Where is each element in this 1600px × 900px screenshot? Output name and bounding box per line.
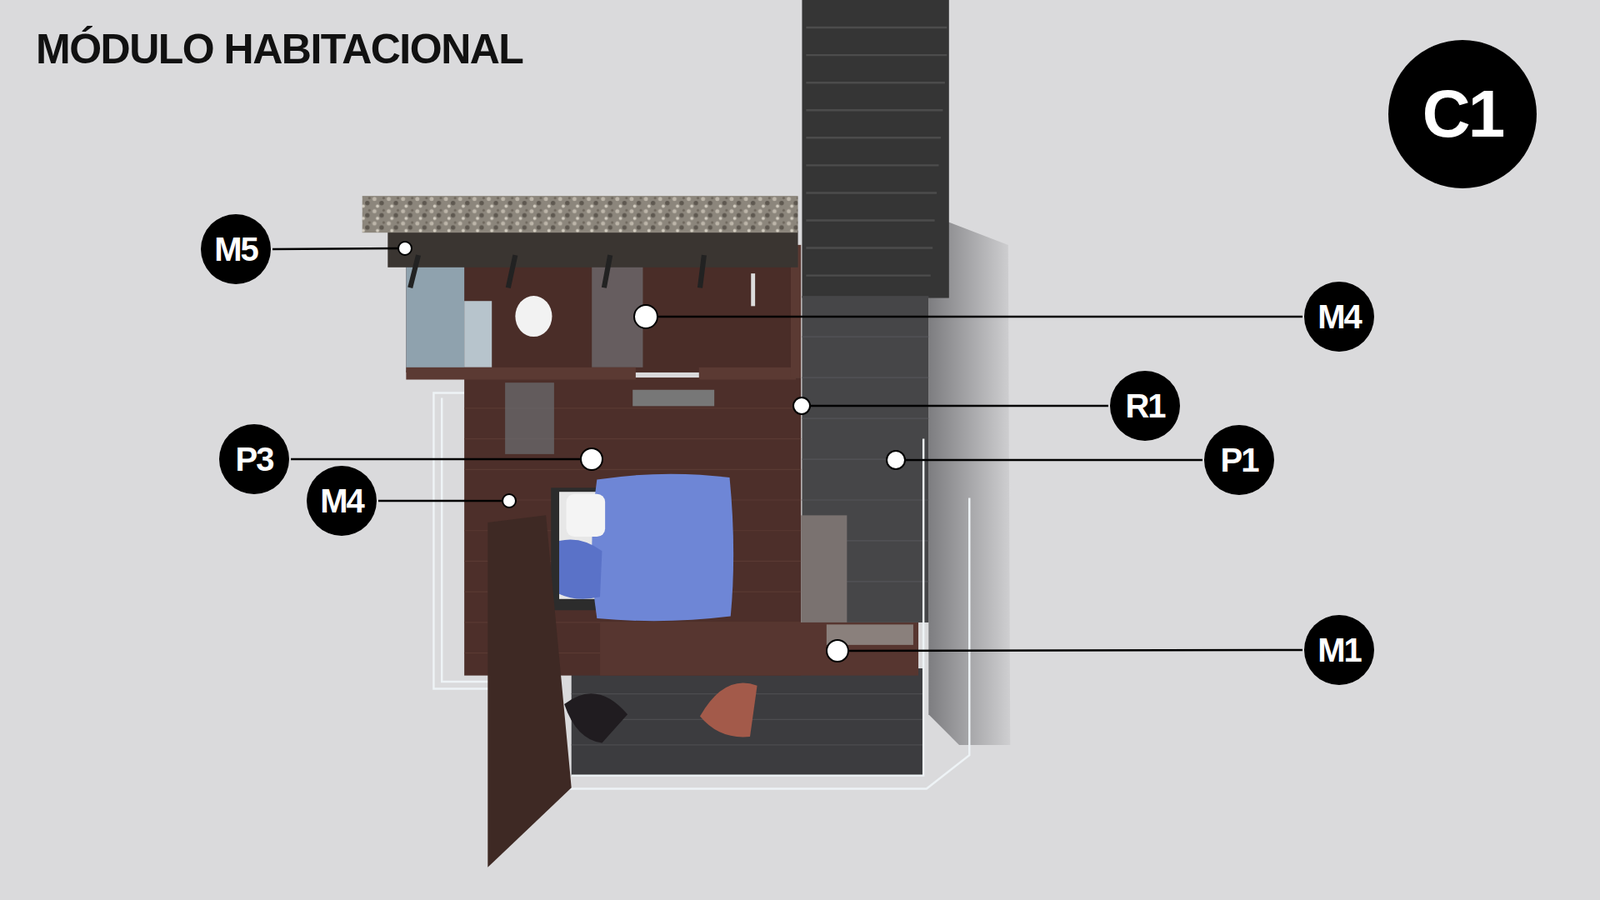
callout-text: P3 (235, 442, 274, 476)
wall (699, 367, 796, 380)
leader-lines (272, 248, 1303, 651)
roof-brackets (410, 255, 705, 288)
pillow (566, 494, 606, 537)
terrace (571, 668, 924, 776)
blanket (559, 539, 602, 599)
wall (405, 367, 636, 380)
leader-dot (634, 305, 658, 329)
chair (700, 683, 758, 738)
stair (801, 0, 949, 299)
leader-dot (398, 241, 412, 255)
callout-number: P3 (219, 424, 290, 495)
leader-line (904, 459, 1203, 462)
callout-text: M1 (1317, 633, 1361, 667)
leader-line (290, 458, 584, 461)
green-roof (362, 195, 799, 233)
callout-text: M4 (1317, 300, 1361, 334)
wardrobe-glass (505, 382, 555, 455)
callout-number: M5 (200, 214, 271, 285)
toilet (515, 295, 552, 337)
vanity (464, 300, 492, 368)
callout-text: M4 (320, 484, 364, 518)
bench (800, 515, 847, 623)
leader-dots (398, 241, 905, 662)
callout-number: P1 (1204, 425, 1275, 495)
title: MÓDULO HABITACIONAL (35, 25, 523, 74)
leader-line (378, 500, 504, 503)
stair-treads (805, 27, 947, 276)
callout-text: M5 (214, 232, 258, 266)
callout-text: P1 (1220, 443, 1259, 477)
desk (600, 622, 919, 676)
leader-dot (886, 450, 905, 470)
leader-line (810, 405, 1109, 408)
callout-text: C1 (1422, 80, 1503, 148)
leader-dot (580, 448, 603, 470)
roof-edge (387, 230, 798, 268)
leader-dot (793, 397, 810, 415)
callout-number: R1 (1110, 370, 1180, 441)
building (362, 0, 1011, 868)
callout-number: M4 (306, 465, 377, 536)
callout-text: R1 (1125, 389, 1165, 423)
callout-number: M4 (1304, 281, 1375, 352)
leader-dot (502, 494, 516, 508)
sheet-badge: C1 (1388, 40, 1537, 189)
partition (487, 515, 571, 867)
shower-head (750, 273, 755, 306)
leader-line (845, 650, 1303, 651)
leader-dot (826, 640, 849, 662)
callout-number: M1 (1304, 615, 1375, 685)
chair (564, 693, 628, 743)
shelf (632, 390, 715, 407)
leader-line (654, 315, 1303, 319)
leader-line (272, 248, 400, 250)
blanket (591, 474, 734, 621)
